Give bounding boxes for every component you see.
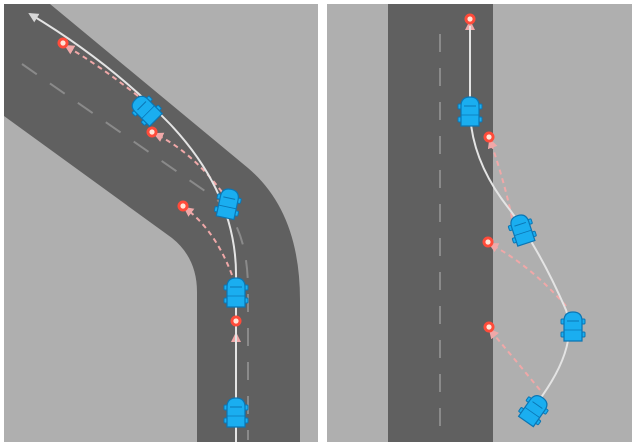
left-target-point-1 [231,316,242,327]
right-vehicle-3 [561,312,585,341]
right-vehicle-1 [458,97,482,126]
right-target-point-1 [465,14,476,25]
right-target-point-4 [484,322,495,333]
left-target-point-4 [58,38,69,49]
left-target-point-2 [178,201,189,212]
right-panel [327,4,632,442]
left-vehicle-2 [224,278,248,307]
left-target-point-3 [147,127,158,138]
right-target-point-3 [483,237,494,248]
left-vehicle-1 [224,398,248,427]
left-panel [4,4,318,442]
right-target-point-2 [484,132,495,143]
